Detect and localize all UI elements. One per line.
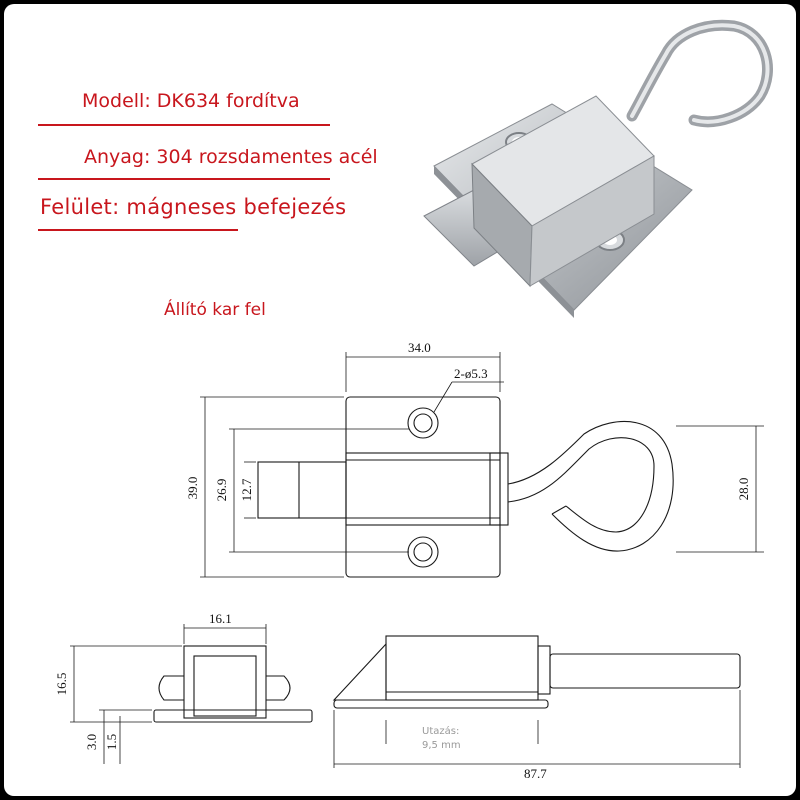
travel-value: 9,5 mm xyxy=(422,740,461,751)
surface-label: Felület: mágneses befejezés xyxy=(40,195,347,219)
drawing-canvas: 34.0 2-ø5.3 39.0 26.9 12.7 28.0 16.1 16.… xyxy=(54,19,773,781)
dim-side-height: 16.5 xyxy=(54,673,69,696)
product-photo xyxy=(423,19,773,318)
dim-base-thickness: 3.0 xyxy=(84,734,99,750)
product-card: Modell: DK634 fordítva Anyag: 304 rozsda… xyxy=(4,4,796,796)
dim-height-inner: 26.9 xyxy=(214,479,229,502)
top-view-drawing xyxy=(200,352,764,578)
dim-plate-thickness: 1.5 xyxy=(104,734,119,750)
divider xyxy=(38,178,330,180)
dim-side-width: 16.1 xyxy=(209,611,232,626)
divider xyxy=(38,124,330,126)
dim-hole: 2-ø5.3 xyxy=(454,366,488,381)
dim-total-length: 87.7 xyxy=(524,766,547,781)
divider xyxy=(38,229,238,231)
dim-hook-height: 28.0 xyxy=(736,478,751,501)
subtitle: Állító kar fel xyxy=(164,300,266,320)
front-view-drawing xyxy=(332,635,741,768)
travel-label: Utazás: xyxy=(422,725,459,737)
dim-top-width: 34.0 xyxy=(408,340,431,355)
dim-bolt-height: 12.7 xyxy=(239,478,254,501)
side-view-drawing xyxy=(70,624,313,764)
model-label: Modell: DK634 fordítva xyxy=(82,90,300,112)
dim-height-outer: 39.0 xyxy=(185,477,200,500)
material-label: Anyag: 304 rozsdamentes acél xyxy=(84,146,378,168)
